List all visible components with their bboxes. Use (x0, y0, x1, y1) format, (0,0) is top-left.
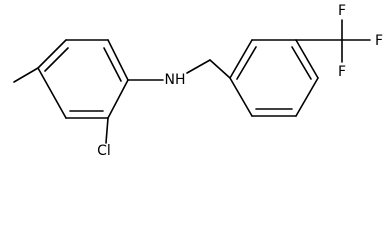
atom-label-fluorine-top: F (338, 3, 346, 19)
bond-methyl (13, 67, 39, 83)
bond-ring2-f (229, 77, 253, 117)
bond-ring2-c-inner (291, 46, 312, 80)
chemical-structure: Cl NH F F F (13, 3, 383, 159)
bonds (13, 19, 371, 144)
bond-ring2-a (229, 39, 253, 79)
bond-ring2-a-inner (236, 46, 257, 80)
atom-labels: Cl NH F F F (97, 3, 383, 159)
bond-ring1-c (107, 39, 129, 81)
bond-ring1-a-inner (44, 47, 69, 72)
bond-ring1-d (107, 79, 129, 119)
bond-ch2-ring2 (209, 59, 231, 79)
bond-ring2-d (295, 77, 319, 117)
atom-label-fluorine-right: F (375, 33, 383, 49)
bond-ring1-f (37, 67, 67, 119)
bond-chloro (105, 117, 109, 144)
bond-nh-ch2 (186, 59, 211, 74)
bond-ring1-c-inner (103, 47, 122, 82)
bond-ring2-c (295, 39, 319, 79)
atom-label-chlorine: Cl (97, 143, 111, 159)
atom-label-fluorine-bottom: F (338, 64, 346, 80)
atom-label-amine: NH (165, 72, 186, 88)
bond-ring1-a (37, 39, 67, 69)
